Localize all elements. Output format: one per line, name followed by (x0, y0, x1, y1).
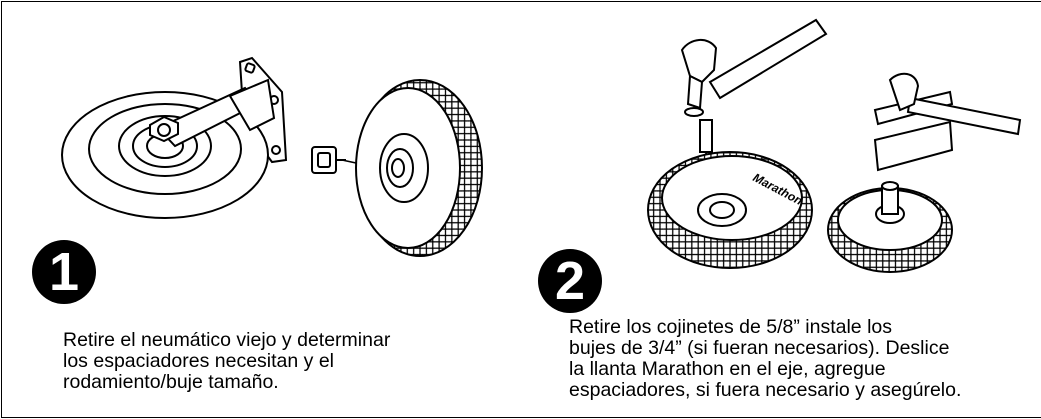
step-2-badge: 2 (538, 249, 602, 313)
step-2-caption: Retire los cojinetes de 5/8” instale los… (569, 316, 962, 401)
tire-installed (827, 181, 953, 273)
step-1-illustration (61, 56, 483, 257)
new-tire (355, 79, 483, 257)
old-caster-wheel (61, 56, 288, 219)
step-1-badge: 1 (32, 240, 96, 304)
step-1-panel: 1 Retire el neumático viejo y determinar… (0, 0, 520, 419)
hammer-icon (680, 18, 828, 117)
hammer-small-icon (873, 72, 1022, 172)
step-2-illustration: Marathon (647, 18, 1022, 273)
tire-with-bushing: Marathon (647, 151, 813, 269)
step-2-panel: Marathon 2 Retire los cojinetes de 5/8” … (520, 0, 1041, 419)
step-1-caption: Retire el neumático viejo y determinar l… (63, 329, 391, 393)
